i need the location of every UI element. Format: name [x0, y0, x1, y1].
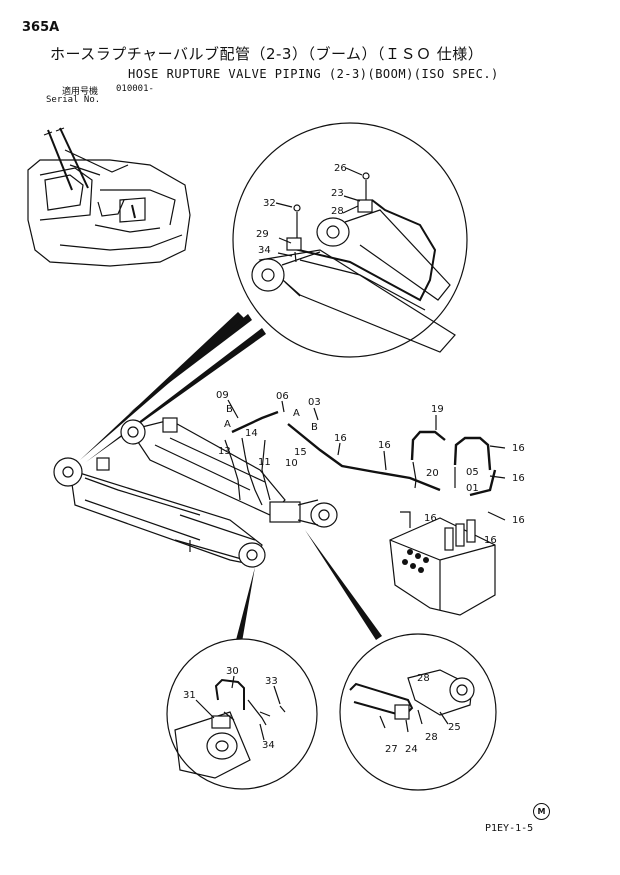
serial-label-english: Serial No. — [46, 95, 101, 105]
callout-16-g: 16 — [424, 513, 437, 524]
callout-31: 31 — [183, 690, 196, 701]
callout-34-bottom: 34 — [262, 740, 275, 751]
serial-value: 010001- — [116, 84, 154, 94]
callout-03: 03 — [308, 397, 321, 408]
callout-11: 11 — [258, 457, 271, 468]
boom-callouts: 09 B A 06 03 A B 16 14 13 15 11 10 16 19… — [216, 390, 525, 546]
callout-05: 05 — [466, 467, 479, 478]
serial-label-japanese: 適用号機 — [62, 87, 99, 97]
callout-16-c: 16 — [512, 443, 525, 454]
callout-15: 15 — [294, 447, 307, 458]
callout-23: 23 — [331, 188, 344, 199]
callout-16-d: 16 — [512, 473, 525, 484]
callout-16-a: 16 — [334, 433, 347, 444]
callout-16-e: 16 — [512, 515, 525, 526]
callout-A-left: A — [224, 419, 231, 430]
page-code: 365A — [22, 20, 60, 35]
callout-06: 06 — [276, 391, 289, 402]
m-mark: M — [533, 803, 550, 820]
callout-14: 14 — [245, 428, 258, 439]
callout-01: 01 — [466, 483, 479, 494]
callout-B-right: B — [311, 422, 318, 433]
footer-page-code: P1EY-1-5 — [485, 823, 534, 834]
callout-16-f: 16 — [484, 535, 497, 546]
callout-28-top: 28 — [331, 206, 344, 217]
title-english: HOSE RUPTURE VALVE PIPING (2-3)(BOOM)(IS… — [128, 67, 499, 81]
detail-circle-top: 26 23 28 32 29 34 — [232, 122, 468, 358]
callout-09: 09 — [216, 390, 229, 401]
callout-26: 26 — [334, 163, 347, 174]
callout-10: 10 — [285, 458, 298, 469]
callout-29: 29 — [256, 229, 269, 240]
title-japanese: ホースラプチャーバルブ配管（2-3）（ブーム）（ＩＳＯ 仕様） — [50, 45, 484, 63]
callout-A-right: A — [293, 408, 300, 419]
callout-30: 30 — [226, 666, 239, 677]
callout-34-top: 34 — [258, 245, 271, 256]
callout-32: 32 — [263, 198, 276, 209]
callout-16-b: 16 — [378, 440, 391, 451]
callout-28-bottom: 28 — [417, 673, 430, 684]
callout-19: 19 — [431, 404, 444, 415]
boom-assembly — [53, 410, 497, 616]
callout-25: 25 — [448, 722, 461, 733]
detail-circle-bottom-left: 30 33 31 34 — [166, 638, 318, 790]
callout-28-bottom-b: 28 — [425, 732, 438, 743]
detail-circle-bottom-right: 28 25 28 24 27 — [339, 633, 497, 791]
callout-20: 20 — [426, 468, 439, 479]
callout-13: 13 — [218, 446, 231, 457]
callout-24: 24 — [405, 744, 418, 755]
callout-B-left: B — [226, 404, 233, 415]
excavator-inset — [27, 127, 191, 267]
callout-33: 33 — [265, 676, 278, 687]
detail-leaders-bottom — [236, 530, 382, 642]
callout-27: 27 — [385, 744, 398, 755]
